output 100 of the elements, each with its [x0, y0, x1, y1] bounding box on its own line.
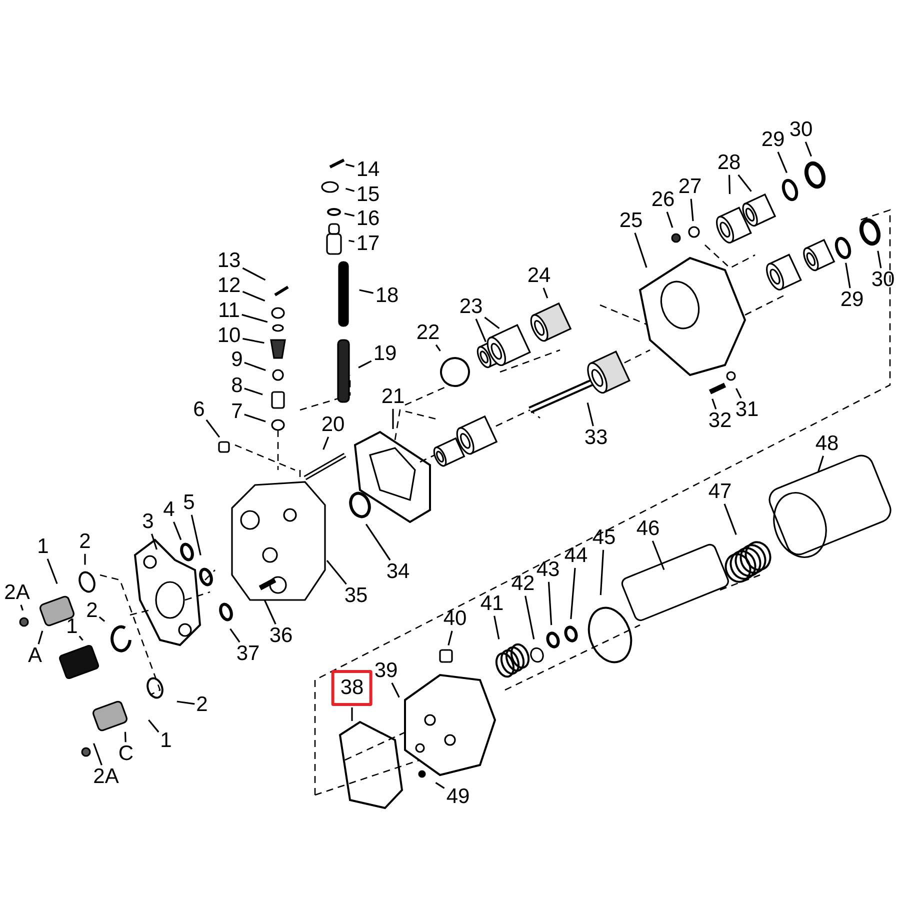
leader-line: [124, 732, 126, 742]
callout-number: 3: [141, 511, 155, 533]
leader-line: [244, 414, 266, 422]
leader-line: [634, 232, 648, 268]
callout-number: 49: [445, 786, 471, 808]
callout-number: 36: [268, 625, 294, 647]
callout-number: 31: [734, 399, 760, 421]
leader-line: [845, 262, 851, 288]
callout-number: 1: [65, 616, 79, 638]
leader-line: [448, 630, 453, 646]
leader-line: [150, 534, 158, 550]
leader-line: [148, 720, 160, 733]
leader-line: [242, 314, 268, 323]
leader-line: [173, 522, 182, 540]
leader-line: [391, 682, 400, 698]
leader-line: [358, 360, 372, 368]
leader-line: [586, 402, 594, 426]
leader-line: [484, 316, 500, 329]
leader-line: [475, 318, 486, 342]
callout-number: 14: [355, 159, 381, 181]
leader-line: [804, 142, 812, 157]
leader-line: [242, 290, 266, 302]
callout-number: 48: [814, 433, 840, 455]
leader-line: [777, 152, 788, 174]
callout-number: 10: [216, 325, 242, 347]
callout-number: 16: [355, 208, 381, 230]
callout-number: 21: [380, 386, 406, 408]
callout-number: A: [27, 645, 43, 667]
leader-line: [548, 582, 552, 626]
callout-number: 2A: [92, 766, 120, 788]
callout-number: 30: [788, 119, 814, 141]
leader-line: [264, 600, 276, 624]
callout-number: 2: [85, 600, 99, 622]
leader-line: [326, 560, 347, 585]
callout-number: 44: [563, 545, 589, 567]
leader-line: [818, 456, 824, 472]
leader-line: [344, 212, 354, 217]
callout-number: 4: [162, 499, 176, 521]
leader-line: [98, 616, 106, 622]
leader-line: [736, 388, 742, 398]
leader-line: [230, 628, 240, 643]
leader-line: [38, 630, 44, 644]
leader-line: [346, 164, 354, 168]
callout-number: 40: [442, 608, 468, 630]
callout-number: 6: [192, 399, 206, 421]
leader-line: [600, 550, 604, 596]
callout-number: 29: [760, 129, 786, 151]
callout-number: 1: [159, 730, 173, 752]
callout-number: 46: [635, 518, 661, 540]
callout-number: 38: [331, 670, 373, 706]
leader-line: [542, 288, 548, 298]
leader-line: [46, 558, 58, 584]
leader-line: [244, 388, 263, 396]
leader-line: [346, 188, 355, 192]
leader-line: [738, 174, 752, 192]
leader-line: [728, 174, 731, 194]
leader-line: [351, 707, 353, 721]
leader-line: [176, 700, 195, 705]
callout-number: 33: [583, 427, 609, 449]
callout-number: 1: [36, 536, 50, 558]
callout-number: 23: [458, 296, 484, 318]
callout-number: 15: [355, 184, 381, 206]
leader-line: [242, 267, 266, 281]
leader-line: [652, 540, 665, 570]
callout-number: 43: [535, 559, 561, 581]
leader-line: [494, 616, 500, 640]
callout-number: 5: [182, 492, 196, 514]
callout-number: 9: [230, 349, 244, 371]
leader-line: [20, 604, 24, 611]
leader-line: [322, 436, 330, 450]
callout-number: 35: [343, 585, 369, 607]
callout-number: C: [117, 743, 135, 765]
callout-number: 2: [195, 694, 209, 716]
callout-number: 20: [320, 414, 346, 436]
callout-number: 34: [385, 561, 411, 583]
callout-number: 7: [230, 401, 244, 423]
leader-line: [570, 568, 576, 620]
callout-number: 13: [216, 250, 242, 272]
callout-number: 41: [479, 593, 505, 615]
callout-number: 27: [677, 176, 703, 198]
leader-line: [206, 419, 220, 438]
callout-number: 28: [716, 152, 742, 174]
callout-number: 8: [230, 375, 244, 397]
callout-number: 29: [839, 289, 865, 311]
callout-number: 47: [707, 481, 733, 503]
callout-number: 37: [235, 643, 261, 665]
leader-line: [724, 504, 737, 535]
leader-line: [524, 596, 535, 640]
leader-line: [435, 344, 441, 352]
leader-line: [392, 408, 394, 429]
leader-line: [78, 636, 84, 641]
leader-line: [712, 398, 717, 410]
callout-number: 30: [870, 269, 896, 291]
callout-number: 42: [510, 573, 536, 595]
callout-number: 32: [707, 410, 733, 432]
leader-line: [365, 524, 391, 561]
leader-line: [877, 250, 882, 268]
callout-number: 39: [373, 660, 399, 682]
callout-number: 45: [591, 527, 617, 549]
leader-line: [435, 782, 445, 789]
